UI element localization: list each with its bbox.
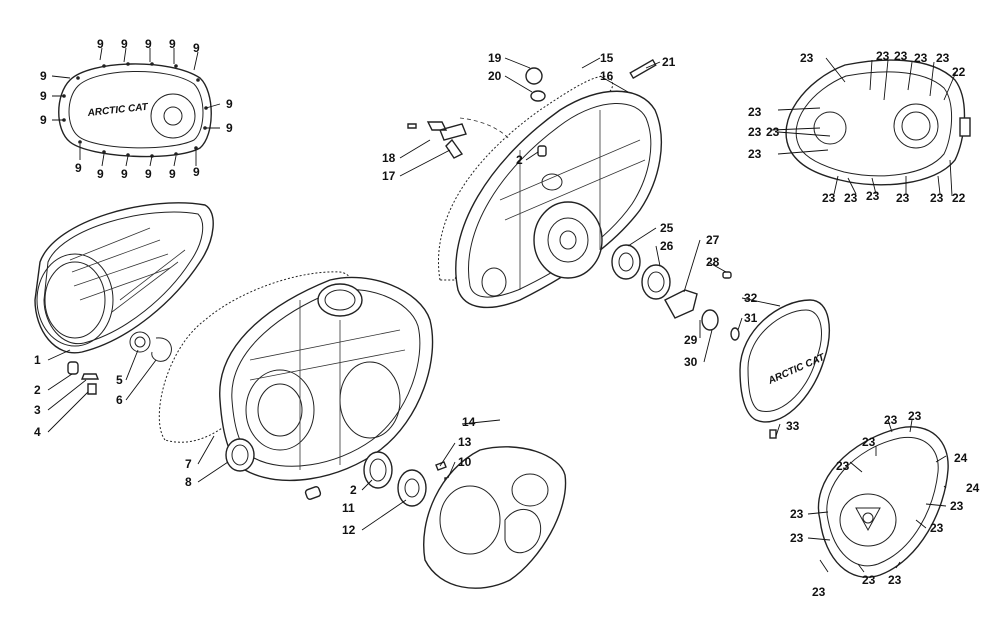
callout-10: 10 [458,455,472,469]
callout-23l: 23 [896,191,910,205]
callout-23j: 23 [844,191,858,205]
callout-23w: 23 [812,585,826,599]
callout-23o: 23 [862,435,876,449]
callout-31: 31 [744,311,758,325]
callout-9o: 9 [169,167,176,181]
callout-23a: 23 [800,51,814,65]
callout-24a: 24 [954,451,968,465]
callout-23-extra: 23 [930,191,944,205]
callout-19: 19 [488,51,502,65]
callout-4: 4 [34,425,41,439]
callout-23s: 23 [790,507,804,521]
callout-labels: 9 9 9 9 9 9 9 9 9 9 9 9 9 9 9 9 1 2 3 4 … [34,37,980,599]
callout-16: 16 [600,69,614,83]
callout-9l: 9 [97,167,104,181]
gear-case-cover: ARCTIC CAT [611,244,830,439]
callout-23f: 23 [748,105,762,119]
callout-22b: 22 [952,191,966,205]
clutch-cover-housing [34,202,214,395]
callout-9h: 9 [40,113,47,127]
callout-9p: 9 [193,165,200,179]
callout-7: 7 [185,457,192,471]
callout-9e: 9 [193,41,200,55]
callout-28: 28 [706,255,720,269]
callout-17: 17 [382,169,396,183]
callout-1: 1 [34,353,41,367]
callout-23c: 23 [894,49,908,63]
callout-24b: 24 [966,481,980,495]
callout-9j: 9 [226,121,233,135]
callout-23t: 23 [790,531,804,545]
callout-23i: 23 [822,191,836,205]
callout-9g: 9 [40,89,47,103]
callout-15: 15 [600,51,614,65]
callout-5: 5 [116,373,123,387]
callout-18: 18 [382,151,396,165]
callout-20: 20 [488,69,502,83]
callout-9d: 9 [169,37,176,51]
callout-9k: 9 [75,161,82,175]
callout-12: 12 [342,523,356,537]
callout-6: 6 [116,393,123,407]
stator-cover [817,426,949,578]
callout-27: 27 [706,233,720,247]
callout-8: 8 [185,475,192,489]
callout-3: 3 [34,403,41,417]
seals-bearings-group [363,446,567,589]
callout-23d: 23 [914,51,928,65]
callout-9m: 9 [121,167,128,181]
callout-26: 26 [660,239,674,253]
callout-32: 32 [744,291,758,305]
callout-2c: 2 [516,153,523,167]
callout-23k: 23 [866,189,880,203]
callout-2a: 2 [34,383,41,397]
callout-23n: 23 [908,409,922,423]
callout-30: 30 [684,355,698,369]
callout-2b: 2 [350,483,357,497]
callout-9f: 9 [40,69,47,83]
callout-23p: 23 [836,459,850,473]
callout-23v: 23 [888,573,902,587]
callout-23b: 23 [876,49,890,63]
callout-9i: 9 [226,97,233,111]
callout-9b: 9 [121,37,128,51]
callout-25: 25 [660,221,674,235]
callout-9a: 9 [97,37,104,51]
callout-29: 29 [684,333,698,347]
callout-23u: 23 [862,573,876,587]
callout-23e: 23 [936,51,950,65]
callout-13: 13 [458,435,472,449]
leader-lines [47,47,957,573]
callout-33: 33 [786,419,800,433]
callout-9c: 9 [145,37,152,51]
side-cover [785,59,971,186]
callout-14: 14 [462,415,476,429]
callout-23h: 23 [748,147,762,161]
inner-housing-and-gasket [158,271,434,500]
callout-23r: 23 [930,521,944,535]
callout-23g: 23 [748,125,762,139]
callout-22a: 22 [952,65,966,79]
callout-23-extra2: 23 [766,125,780,139]
callout-23m: 23 [884,413,898,427]
outer-belt-cover: ARCTIC CAT [58,62,212,158]
callout-21: 21 [662,55,676,69]
main-crankcase [407,58,662,309]
callout-9n: 9 [145,167,152,181]
callout-11: 11 [342,501,355,515]
callout-23q: 23 [950,499,964,513]
